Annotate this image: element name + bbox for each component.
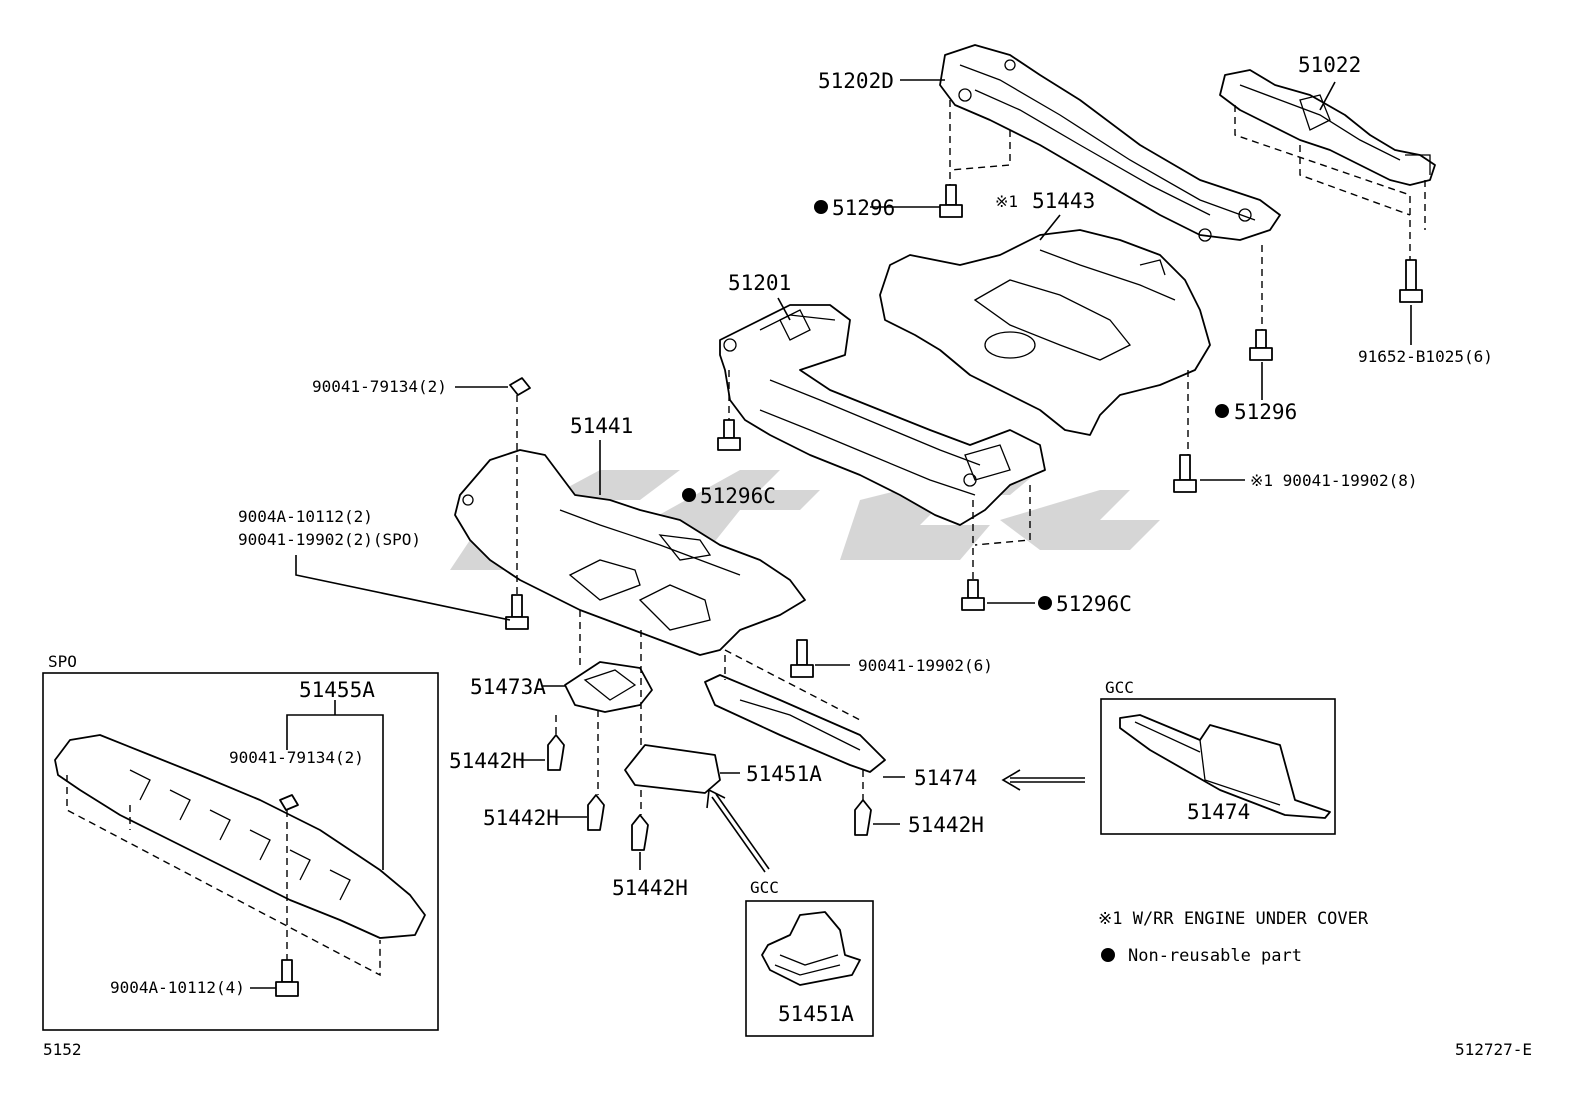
nonreusable-dot-51296-right bbox=[1215, 404, 1229, 418]
label-90041-79134-top: 90041-79134(2) bbox=[312, 377, 447, 396]
gcc-inset-right: GCC 51474 bbox=[1100, 678, 1336, 835]
nut-90041-79134-top bbox=[509, 377, 531, 396]
label-51443: 51443 bbox=[1032, 189, 1095, 213]
label-51201: 51201 bbox=[728, 271, 791, 295]
clip-51442H-a bbox=[547, 734, 565, 771]
label-51442H-b: 51442H bbox=[483, 806, 559, 830]
part-51443 bbox=[879, 229, 1211, 436]
label-51296-right: 51296 bbox=[1234, 400, 1297, 424]
bolt-9004A-10112-2 bbox=[505, 594, 529, 630]
label-51296-top: 51296 bbox=[832, 196, 895, 220]
nonreusable-dot-51296-top bbox=[814, 200, 828, 214]
bolt-91652 bbox=[1399, 259, 1423, 303]
label-90041-19902-2: 90041-19902(2)(SPO) bbox=[238, 530, 421, 549]
legend-note1: ※1 W/RR ENGINE UNDER COVER bbox=[1098, 909, 1369, 929]
label-9004A-10112-2: 9004A-10112(2) bbox=[238, 507, 373, 526]
bolt-51296C-left bbox=[717, 419, 741, 451]
bolt-9004A-10112-4 bbox=[281, 959, 293, 983]
label-51296C-left: 51296C bbox=[700, 484, 776, 508]
nut-90041-79134-spo bbox=[279, 794, 299, 811]
label-90041-19902-6: 90041-19902(6) bbox=[858, 656, 993, 675]
page-code-right: 512727-E bbox=[1455, 1040, 1532, 1059]
label-90041-19902-8: ※1 90041-19902(8) bbox=[1250, 471, 1418, 490]
legend-nonreusable-dot bbox=[1101, 948, 1115, 962]
label-51451A: 51451A bbox=[746, 762, 822, 786]
label-51022: 51022 bbox=[1298, 53, 1361, 77]
label-51202D: 51202D bbox=[818, 69, 894, 93]
bolt-51296-top bbox=[939, 184, 963, 218]
gcc-inset-bottom: GCC 51451A bbox=[745, 878, 874, 1037]
nonreusable-dot-51296C-right bbox=[1038, 596, 1052, 610]
label-note1-marker: ※1 bbox=[995, 192, 1018, 211]
part-51474 bbox=[704, 674, 886, 773]
label-51474-gcc: 51474 bbox=[1187, 800, 1250, 824]
arrow-to-51474 bbox=[1001, 769, 1085, 791]
arrow-to-51451A bbox=[706, 788, 770, 873]
label-51442H-a: 51442H bbox=[449, 749, 525, 773]
label-51451A-gcc: 51451A bbox=[778, 1002, 854, 1026]
part-51201 bbox=[719, 304, 1046, 526]
gcc-right-title: GCC bbox=[1105, 678, 1134, 697]
clip-51442H-c bbox=[631, 814, 649, 851]
clip-51442H-b bbox=[587, 794, 605, 831]
label-9004A-10112-4: 9004A-10112(4) bbox=[110, 978, 245, 997]
spo-title: SPO bbox=[48, 652, 77, 671]
label-51474: 51474 bbox=[914, 766, 977, 790]
label-91652: 91652-B1025(6) bbox=[1358, 347, 1493, 366]
gcc-bottom-title: GCC bbox=[750, 878, 779, 897]
bolt-51296C-right bbox=[961, 579, 985, 611]
leader-lines bbox=[295, 79, 1412, 870]
label-51442H-d: 51442H bbox=[908, 813, 984, 837]
part-51473A bbox=[564, 661, 653, 713]
part-51022 bbox=[1219, 69, 1436, 186]
label-90041-79134-spo: 90041-79134(2) bbox=[229, 748, 364, 767]
label-51441: 51441 bbox=[570, 414, 633, 438]
part-51441 bbox=[454, 449, 806, 656]
legend-nonreusable: Non-reusable part bbox=[1128, 946, 1302, 966]
label-51442H-c: 51442H bbox=[612, 876, 688, 900]
label-51455A: 51455A bbox=[299, 678, 375, 702]
bolt-90041-19902-6 bbox=[790, 639, 814, 678]
spo-inset: SPO 51455A 90041-79134(2) 9004A-10112(4) bbox=[42, 652, 439, 1031]
nonreusable-dot-51296C-left bbox=[682, 488, 696, 502]
dashed-assembly-lines bbox=[516, 100, 1426, 815]
part-51202D bbox=[939, 44, 1281, 242]
bolt-90041-19902-8 bbox=[1173, 454, 1197, 493]
page-code-left: 5152 bbox=[43, 1040, 82, 1059]
label-51296C-right: 51296C bbox=[1056, 592, 1132, 616]
clip-51442H-d bbox=[854, 799, 872, 836]
bolt-51296-right bbox=[1249, 329, 1273, 361]
label-51473A: 51473A bbox=[470, 675, 546, 699]
part-51451A bbox=[624, 744, 721, 794]
